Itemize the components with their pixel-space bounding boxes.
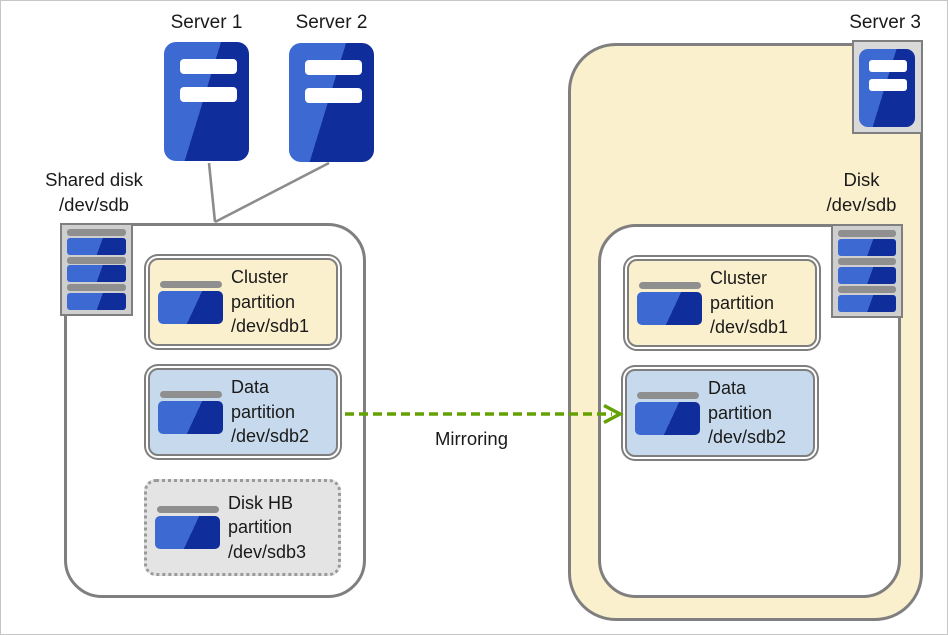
disk-icon — [637, 281, 702, 325]
server-slot-icon — [305, 60, 362, 75]
tray-divider — [67, 284, 126, 292]
partition-label-line: partition — [708, 402, 773, 423]
cluster-partition-box: Cluster partition /dev/sdb1 — [148, 258, 338, 346]
server-icon — [859, 49, 915, 127]
partition-label-line: /dev/sdb1 — [710, 317, 789, 338]
shared-disk-label-line1: Shared disk — [45, 169, 143, 190]
disk-body — [637, 291, 702, 325]
data-partition-box: Data partition /dev/sdb2 — [625, 369, 815, 457]
server1-label: Server 1 — [170, 12, 243, 33]
tray-platter — [67, 293, 126, 311]
partition-label-line: partition — [228, 517, 293, 538]
disk-stack-icon — [831, 224, 903, 318]
disk-stack-icon — [60, 223, 133, 316]
partition-label-line: /dev/sdb3 — [228, 541, 307, 562]
disk-icon — [158, 390, 223, 434]
server2-label: Server 2 — [295, 12, 368, 33]
disk-top-bar — [637, 391, 699, 399]
server-icon — [289, 43, 374, 162]
partition-label-line: Cluster — [710, 268, 768, 289]
server3-icon-frame — [852, 40, 923, 134]
tray-divider — [838, 286, 896, 293]
partition-label: Data partition /dev/sdb2 — [708, 376, 786, 450]
disk-top-bar — [160, 390, 222, 398]
disk-body — [155, 516, 220, 549]
disk-icon — [158, 280, 223, 324]
tray-platter — [838, 267, 896, 284]
server-slot-icon — [869, 60, 907, 72]
partition-label-line: /dev/sdb2 — [231, 426, 310, 447]
disk-icon — [635, 391, 700, 435]
disk-body — [158, 400, 223, 434]
shared-disk-label-line2: /dev/sdb — [59, 194, 129, 215]
mirroring-label: Mirroring — [435, 428, 508, 449]
partition-label-line: Cluster — [231, 267, 289, 288]
data-partition-box: Data partition /dev/sdb2 — [148, 368, 338, 456]
server-slot-icon — [305, 88, 362, 103]
server-icon — [164, 42, 249, 161]
server3-label: Server 3 — [849, 12, 921, 33]
partition-label-line: partition — [710, 292, 775, 313]
server-slot-icon — [180, 59, 237, 74]
disk-top-bar — [639, 281, 701, 289]
tray-divider — [838, 258, 896, 265]
cluster-partition-box: Cluster partition /dev/sdb1 — [627, 259, 817, 347]
server3-disk-label: Disk /dev/sdb — [801, 167, 922, 217]
disk-top-bar — [157, 506, 219, 513]
disk-body — [158, 290, 223, 324]
server1-connector-line — [207, 162, 217, 223]
partition-label: Data partition /dev/sdb2 — [231, 375, 309, 449]
partition-label-line: Data — [231, 377, 270, 398]
tray-divider — [838, 230, 896, 237]
partition-label: Cluster partition /dev/sdb1 — [710, 266, 788, 340]
disk-top-bar — [160, 280, 222, 288]
partition-label: Disk HB partition /dev/sdb3 — [228, 491, 306, 565]
partition-label-line: Disk HB — [228, 492, 294, 513]
server3-disk-label-line2: /dev/sdb — [826, 194, 897, 215]
tray-platter — [67, 237, 126, 255]
partition-label-line: Data — [708, 378, 747, 399]
partition-label: Cluster partition /dev/sdb1 — [231, 265, 309, 339]
server2-connector-line — [214, 161, 330, 224]
disk-body — [635, 401, 700, 435]
tray-platter — [838, 295, 896, 312]
disk-icon — [155, 506, 220, 549]
server-slot-icon — [180, 87, 237, 102]
tray-divider — [67, 228, 126, 236]
tray-platter — [67, 265, 126, 283]
disk-hb-partition-box: Disk HB partition /dev/sdb3 — [144, 479, 341, 576]
partition-label-line: /dev/sdb1 — [231, 316, 310, 337]
partition-label-line: partition — [231, 401, 296, 422]
shared-disk-label: Shared disk /dev/sdb — [19, 167, 169, 217]
partition-label-line: /dev/sdb2 — [708, 427, 787, 448]
server3-disk-label-line1: Disk — [843, 169, 880, 190]
tray-divider — [67, 256, 126, 264]
tray-platter — [838, 239, 896, 256]
partition-label-line: partition — [231, 291, 296, 312]
server-slot-icon — [869, 79, 907, 91]
